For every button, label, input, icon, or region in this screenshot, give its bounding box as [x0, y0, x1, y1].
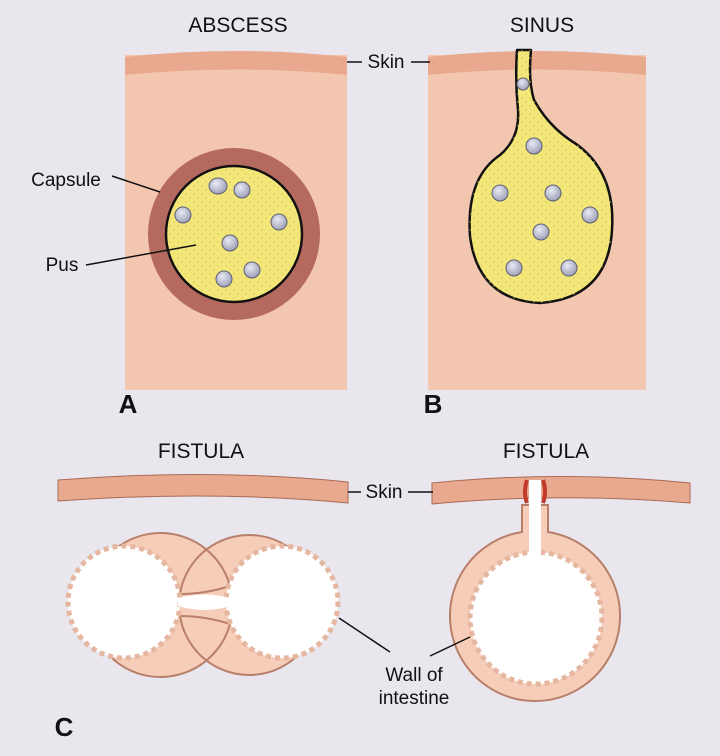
- capsule-label: Capsule: [31, 170, 101, 191]
- sinus-skin-band: [428, 51, 646, 75]
- intestine-lumen-left: [65, 543, 183, 661]
- fistula-panel: [57, 473, 691, 702]
- skin-label-bottom: Skin: [366, 482, 403, 503]
- sinus-title: SINUS: [510, 14, 574, 37]
- pus-leader-line: [85, 244, 197, 266]
- capsule-leader-line: [111, 175, 161, 193]
- wall-leader-right: [429, 636, 471, 657]
- intestine-lumen-middle: [223, 543, 341, 661]
- panel-label-b: B: [424, 389, 443, 419]
- sinus-panel: [428, 48, 646, 390]
- wall-of-intestine-label-line2: intestine: [379, 688, 450, 709]
- intestine-lumen-right: [467, 549, 605, 687]
- fistula-title-right: FISTULA: [503, 440, 589, 463]
- wall-of-intestine-label-line1: Wall of: [385, 665, 443, 686]
- fistula-channel: [178, 594, 230, 610]
- panel-label-a: A: [119, 389, 138, 419]
- sinus-pus-cells: [491, 77, 599, 277]
- fistula-tract-right: [529, 480, 541, 555]
- fistula-left-skin-strip: [57, 473, 349, 504]
- wall-leader-left: [338, 617, 391, 653]
- fistula-tract-lining: [523, 479, 547, 504]
- abscess-pus-cells: [174, 177, 288, 288]
- fistula-title-left: FISTULA: [158, 440, 244, 463]
- abscess-title: ABSCESS: [188, 14, 287, 37]
- abscess-skin-band: [125, 51, 347, 75]
- fistula-right-skin-strip: [431, 476, 691, 505]
- abscess-panel: [85, 51, 347, 390]
- skin-label-top: Skin: [368, 52, 405, 73]
- panel-label-c: C: [55, 712, 74, 742]
- pus-label: Pus: [46, 255, 79, 276]
